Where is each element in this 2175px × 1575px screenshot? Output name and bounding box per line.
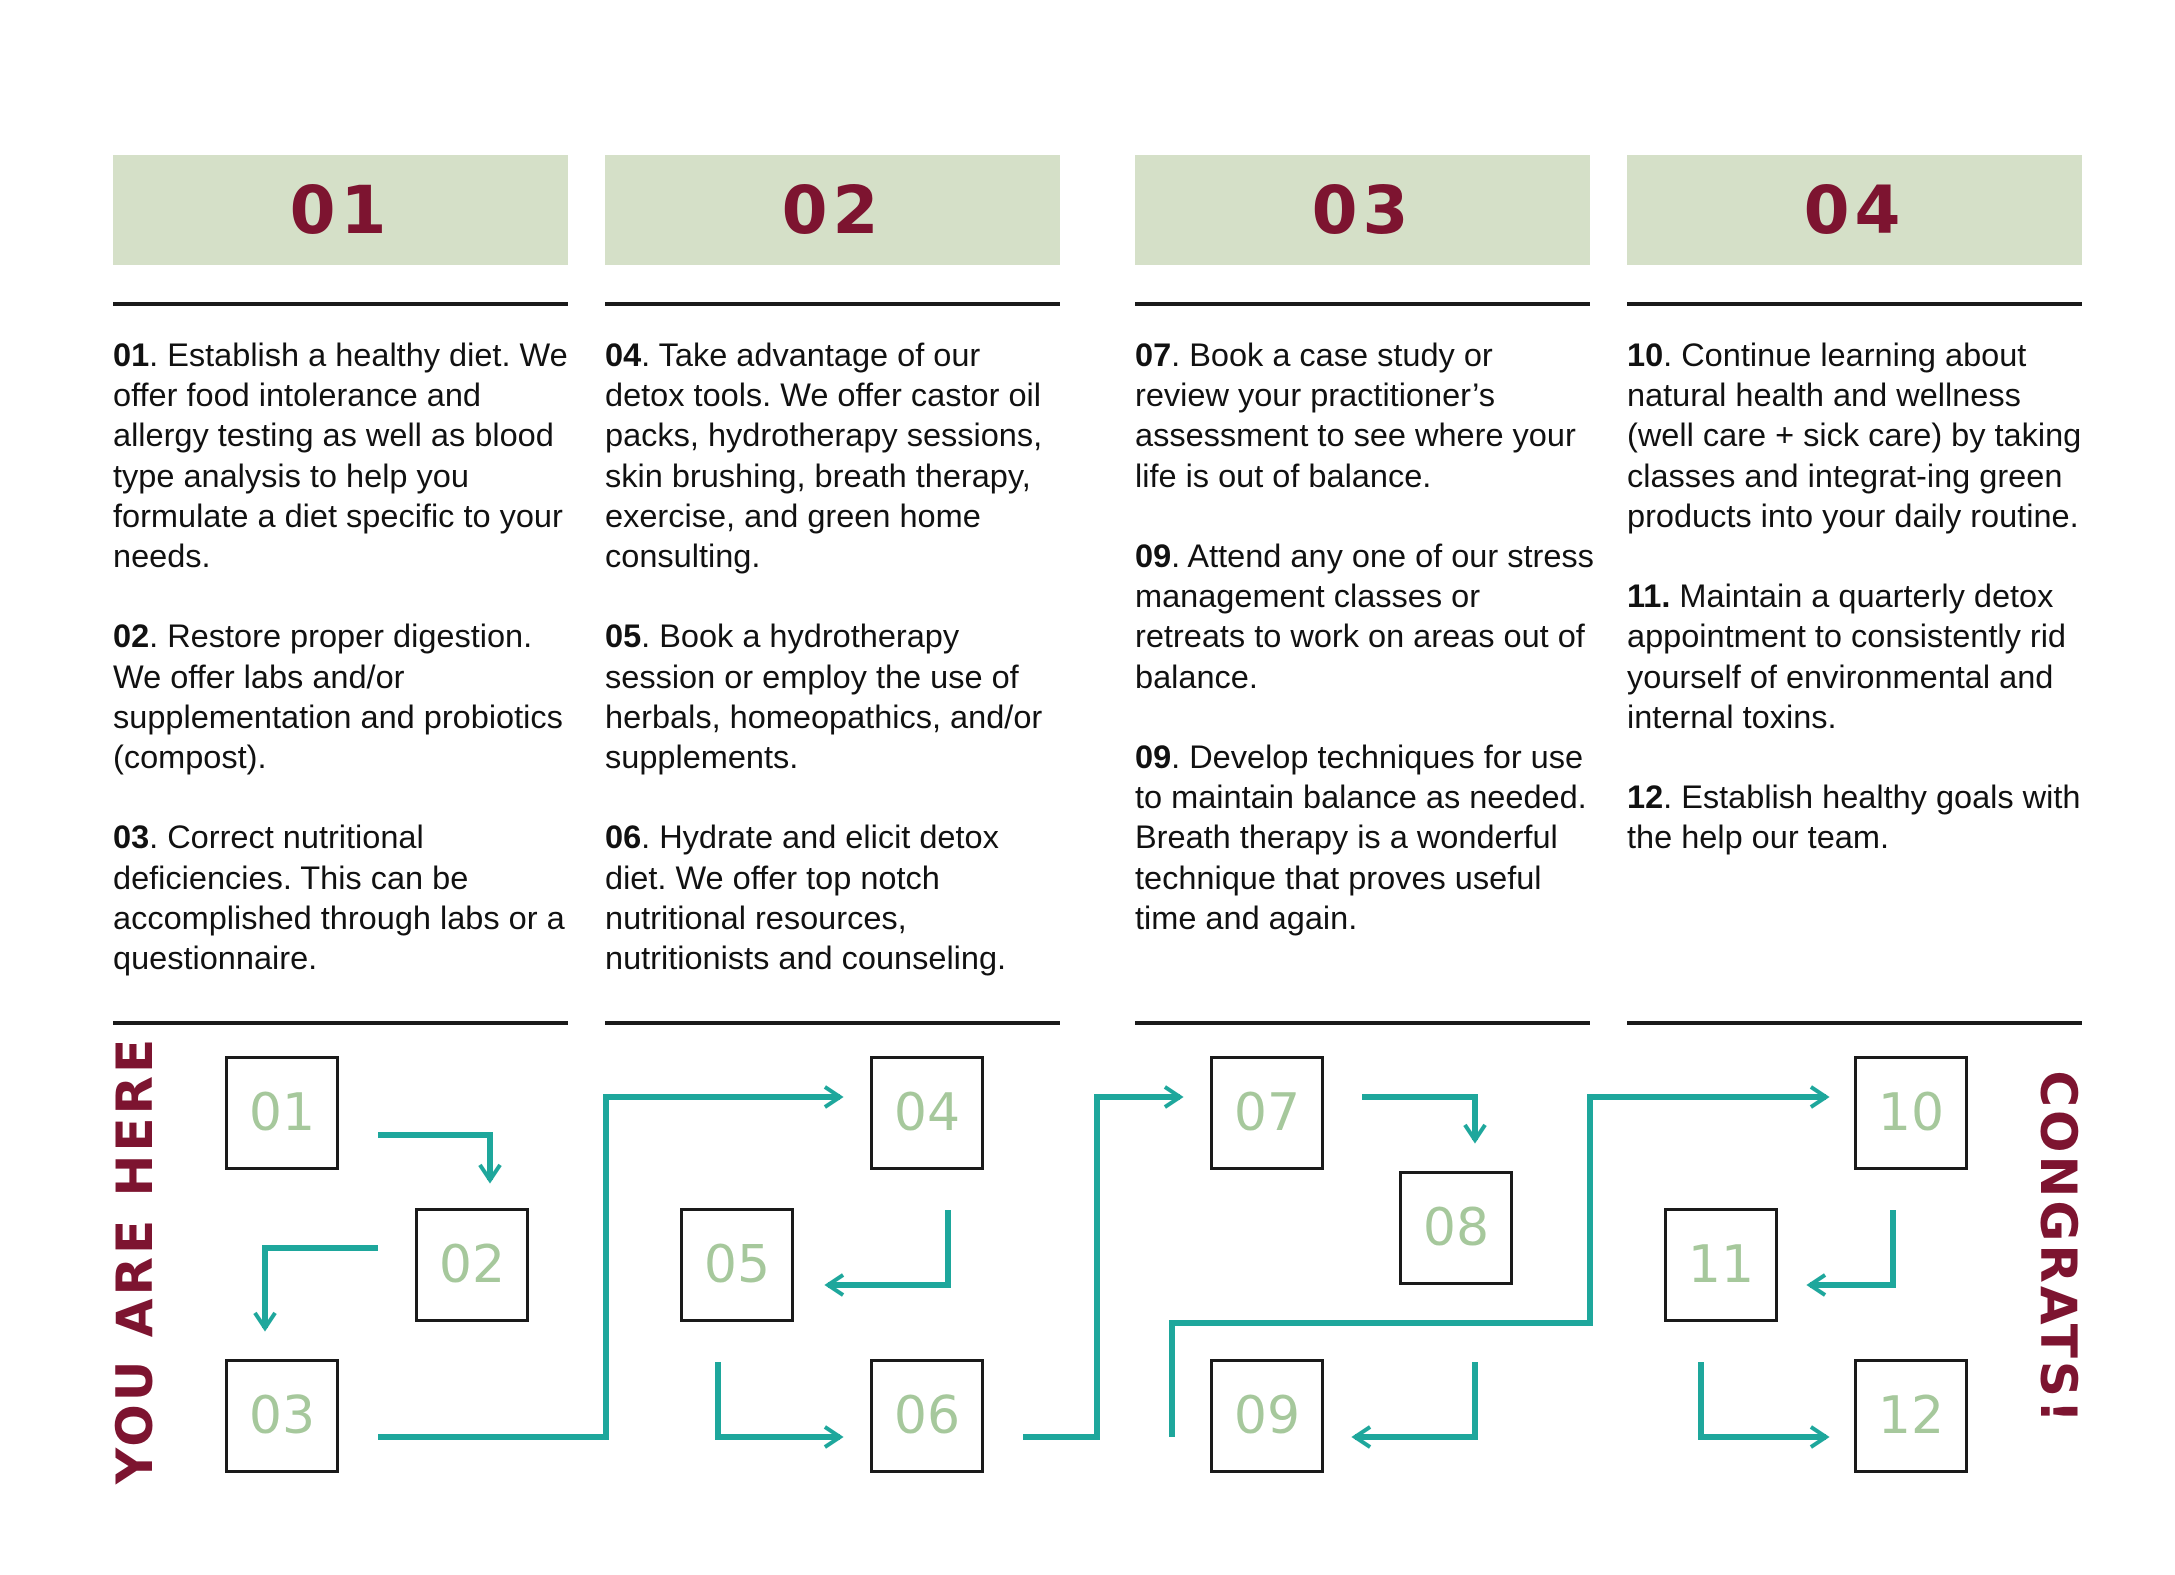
step-description: . Hydrate and elicit detox diet. We offe… bbox=[605, 819, 1007, 977]
arrow-10-to-11 bbox=[1806, 1210, 1896, 1297]
box-number: 10 bbox=[1877, 1083, 1945, 1143]
arrow-09-to-10 bbox=[1169, 1085, 1830, 1437]
step-02-text: 02. Restore proper digestion. We offer l… bbox=[113, 616, 573, 777]
box-number: 02 bbox=[438, 1235, 506, 1295]
step-number: 04 bbox=[605, 337, 642, 373]
congrats-label: CONGRATS! bbox=[2029, 1070, 2087, 1426]
step-07-text: 07. Book a case study or review your pra… bbox=[1135, 335, 1595, 496]
box-number: 01 bbox=[248, 1083, 316, 1143]
flow-box-07: 07 bbox=[1210, 1056, 1324, 1170]
phase-4-steps: 10. Continue learning about natural heal… bbox=[1627, 335, 2087, 858]
divider-bottom-2 bbox=[605, 1021, 1060, 1025]
divider-top-1 bbox=[113, 302, 568, 306]
flow-box-03: 03 bbox=[225, 1359, 339, 1473]
step-description: . Take advantage of our detox tools. We … bbox=[605, 337, 1043, 575]
box-number: 06 bbox=[893, 1386, 961, 1446]
divider-bottom-1 bbox=[113, 1021, 568, 1025]
phase-header-3: 03 bbox=[1135, 155, 1590, 265]
box-number: 07 bbox=[1233, 1083, 1301, 1143]
arrow-11-to-12 bbox=[1698, 1362, 1830, 1449]
arrow-04-to-05 bbox=[824, 1210, 951, 1297]
flow-box-10: 10 bbox=[1854, 1056, 1968, 1170]
flow-box-08: 08 bbox=[1399, 1171, 1513, 1285]
step-11-text: 11. Maintain a quarterly detox appointme… bbox=[1627, 576, 2087, 737]
arrow-07-to-08 bbox=[1362, 1094, 1487, 1144]
phase-2-steps: 04. Take advantage of our detox tools. W… bbox=[605, 335, 1065, 978]
step-number: 06 bbox=[605, 819, 642, 856]
arrow-05-to-06 bbox=[715, 1362, 844, 1449]
arrow-08-to-09 bbox=[1351, 1362, 1478, 1449]
step-05-text: 05. Book a hydrotherapy session or emplo… bbox=[605, 616, 1065, 777]
step-description: . Correct nutritional deficiencies. This… bbox=[113, 819, 565, 977]
divider-bottom-4 bbox=[1627, 1021, 2082, 1025]
you-are-here-label: YOU ARE HERE bbox=[106, 1035, 164, 1485]
step-number: 02 bbox=[113, 618, 150, 655]
step-number: 11. bbox=[1627, 578, 1671, 615]
step-number: 09 bbox=[1135, 739, 1172, 775]
step-description: . Attend any one of our stress managemen… bbox=[1135, 538, 1594, 695]
box-number: 03 bbox=[248, 1386, 316, 1446]
step-09-text: 09. Develop techniques for use to mainta… bbox=[1135, 737, 1595, 938]
phase-header-4: 04 bbox=[1627, 155, 2082, 265]
arrow-03-to-04 bbox=[378, 1085, 844, 1440]
phase-3-steps: 07. Book a case study or review your pra… bbox=[1135, 335, 1595, 938]
divider-bottom-3 bbox=[1135, 1021, 1590, 1025]
phase-number: 04 bbox=[1803, 171, 1906, 249]
divider-top-3 bbox=[1135, 302, 1590, 306]
phase-header-2: 02 bbox=[605, 155, 1060, 265]
box-number: 12 bbox=[1877, 1386, 1945, 1446]
box-number: 04 bbox=[893, 1083, 961, 1143]
step-04-text: 04. Take advantage of our detox tools. W… bbox=[605, 335, 1065, 576]
flow-box-02: 02 bbox=[415, 1208, 529, 1322]
divider-top-2 bbox=[605, 302, 1060, 306]
flow-box-11: 11 bbox=[1664, 1208, 1778, 1322]
divider-top-4 bbox=[1627, 302, 2082, 306]
phase-1-steps: 01. Establish a healthy diet. We offer f… bbox=[113, 335, 573, 978]
step-description: . Continue learning about natural health… bbox=[1627, 337, 2082, 534]
step-description: . Develop techniques for use to maintain… bbox=[1135, 739, 1587, 936]
step-description: . Establish a healthy diet. We offer foo… bbox=[113, 337, 568, 575]
phase-header-1: 01 bbox=[113, 155, 568, 265]
step-03-text: 03. Correct nutritional deficiencies. Th… bbox=[113, 817, 573, 978]
step-number: 09 bbox=[1135, 538, 1172, 574]
step-12-text: 12. Establish healthy goals with the hel… bbox=[1627, 777, 2087, 857]
box-number: 08 bbox=[1422, 1198, 1490, 1258]
flow-box-05: 05 bbox=[680, 1208, 794, 1322]
box-number: 11 bbox=[1687, 1235, 1755, 1295]
arrow-02-to-03 bbox=[253, 1245, 378, 1332]
step-10-text: 10. Continue learning about natural heal… bbox=[1627, 335, 2087, 536]
step-description: . Book a hydrotherapy session or employ … bbox=[605, 618, 1043, 776]
step-description: . Book a case study or review your pract… bbox=[1135, 337, 1576, 494]
flow-box-12: 12 bbox=[1854, 1359, 1968, 1473]
box-number: 05 bbox=[703, 1235, 771, 1295]
phase-number: 01 bbox=[289, 171, 392, 249]
box-number: 09 bbox=[1233, 1386, 1301, 1446]
step-description: Maintain a quarterly detox appointment t… bbox=[1627, 578, 2066, 735]
step-number: 03 bbox=[113, 819, 150, 856]
step-number: 01 bbox=[113, 337, 150, 373]
step-number: 07 bbox=[1135, 337, 1172, 373]
step-number: 10 bbox=[1627, 337, 1664, 373]
step-number: 12 bbox=[1627, 779, 1664, 816]
step-01-text: 01. Establish a healthy diet. We offer f… bbox=[113, 335, 573, 576]
step-06-text: 06. Hydrate and elicit detox diet. We of… bbox=[605, 817, 1065, 978]
flow-box-01: 01 bbox=[225, 1056, 339, 1170]
step-description: . Establish healthy goals with the help … bbox=[1627, 779, 2081, 856]
flow-box-06: 06 bbox=[870, 1359, 984, 1473]
arrow-01-to-02 bbox=[378, 1132, 502, 1184]
flow-box-04: 04 bbox=[870, 1056, 984, 1170]
arrow-06-to-07 bbox=[1023, 1085, 1184, 1440]
phase-number: 03 bbox=[1311, 171, 1414, 249]
step-description: . Restore proper digestion. We offer lab… bbox=[113, 618, 563, 776]
step-number: 05 bbox=[605, 618, 642, 655]
flow-box-09: 09 bbox=[1210, 1359, 1324, 1473]
step-08-text: 09. Attend any one of our stress managem… bbox=[1135, 536, 1595, 697]
phase-number: 02 bbox=[781, 171, 884, 249]
